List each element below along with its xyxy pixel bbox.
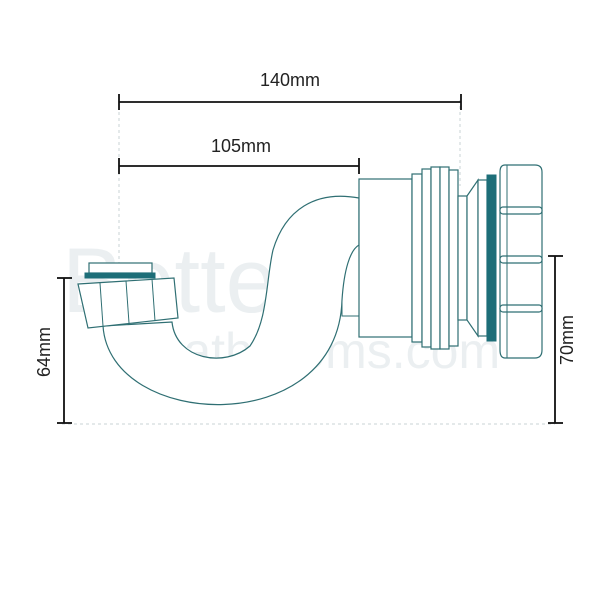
dimension-inner-length: 105mm — [118, 136, 360, 174]
dimension-label-140: 140mm — [260, 70, 320, 90]
left-compression-nut — [77, 262, 179, 329]
left-nut-top-cap — [88, 262, 153, 274]
dimension-left-height: 64mm — [34, 277, 72, 424]
connector-neck — [457, 195, 468, 321]
extension-lines — [62, 100, 555, 425]
dimension-label-70: 70mm — [557, 315, 577, 365]
pipe-body — [102, 195, 360, 406]
right-threaded-connector — [358, 164, 543, 359]
left-nut-seal — [84, 272, 156, 279]
dimension-label-105: 105mm — [211, 136, 271, 156]
right-connector-seal — [486, 174, 497, 342]
dimension-overall-length: 140mm — [118, 70, 462, 110]
dimension-right-height: 70mm — [548, 255, 577, 424]
dimension-label-64: 64mm — [34, 327, 54, 377]
connector-collar — [358, 178, 413, 338]
